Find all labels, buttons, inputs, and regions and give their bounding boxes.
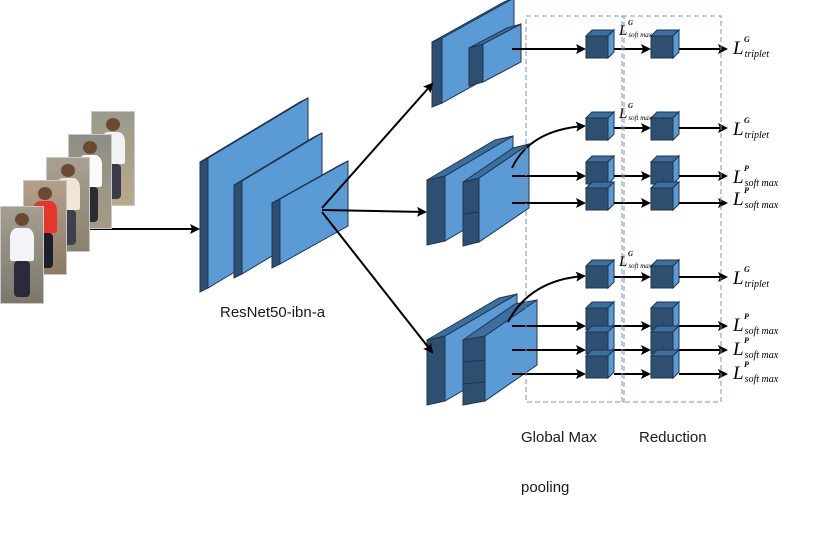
feature-blocks: [199, 0, 681, 406]
dashed-regions: [525, 15, 722, 403]
reduce-cube-b2p1: [649, 154, 681, 186]
branch1-block-front: [468, 23, 522, 87]
arrows: [90, 44, 728, 379]
backbone-block-3: [271, 160, 349, 269]
reduce-cube-b1: [649, 28, 681, 60]
pool-cube-b1: [584, 28, 616, 60]
branch2-global-pool-arrow: [511, 121, 586, 169]
reduce-cube-b2g: [649, 110, 681, 142]
backbone-to-branch3-arrow: [321, 211, 434, 354]
pool-cube-b3p1: [584, 300, 616, 332]
pool-cube-b3p2: [584, 324, 616, 356]
branch2-split-line: [462, 211, 480, 215]
reduce-cube-b3g: [649, 258, 681, 290]
branch3-split-line-1: [462, 359, 486, 363]
global-max-pooling-label-line2: pooling: [521, 479, 570, 496]
global-max-pooling-label-line1: Global Max: [521, 429, 597, 446]
branch2-block-front: [462, 143, 530, 247]
backbone-label: ResNet50-ibn-a: [220, 304, 326, 321]
reduce-cube-b2p2: [649, 180, 681, 212]
reduction-region: [621, 15, 722, 403]
reduction-label: Reduction: [639, 429, 707, 446]
branch3-global-pool-arrow: [507, 271, 586, 323]
backbone-to-branch2-arrow: [321, 206, 427, 217]
pool-cube-b2g: [584, 110, 616, 142]
pool-cube-b3p3: [584, 348, 616, 380]
global-max-pooling-region: [525, 15, 625, 403]
reduce-cube-b3p1: [649, 300, 681, 332]
pool-cube-b2p2: [584, 180, 616, 212]
reduce-cube-b3p3: [649, 348, 681, 380]
pedestrian-image-5: [0, 206, 44, 304]
pool-cube-b3g: [584, 258, 616, 290]
pedestrian-image-4: [23, 180, 67, 275]
pool-cube-b2p1: [584, 154, 616, 186]
branch3-split-line-2: [462, 381, 486, 385]
backbone-to-branch1-arrow: [321, 82, 434, 209]
reduce-cube-b3p2: [649, 324, 681, 356]
